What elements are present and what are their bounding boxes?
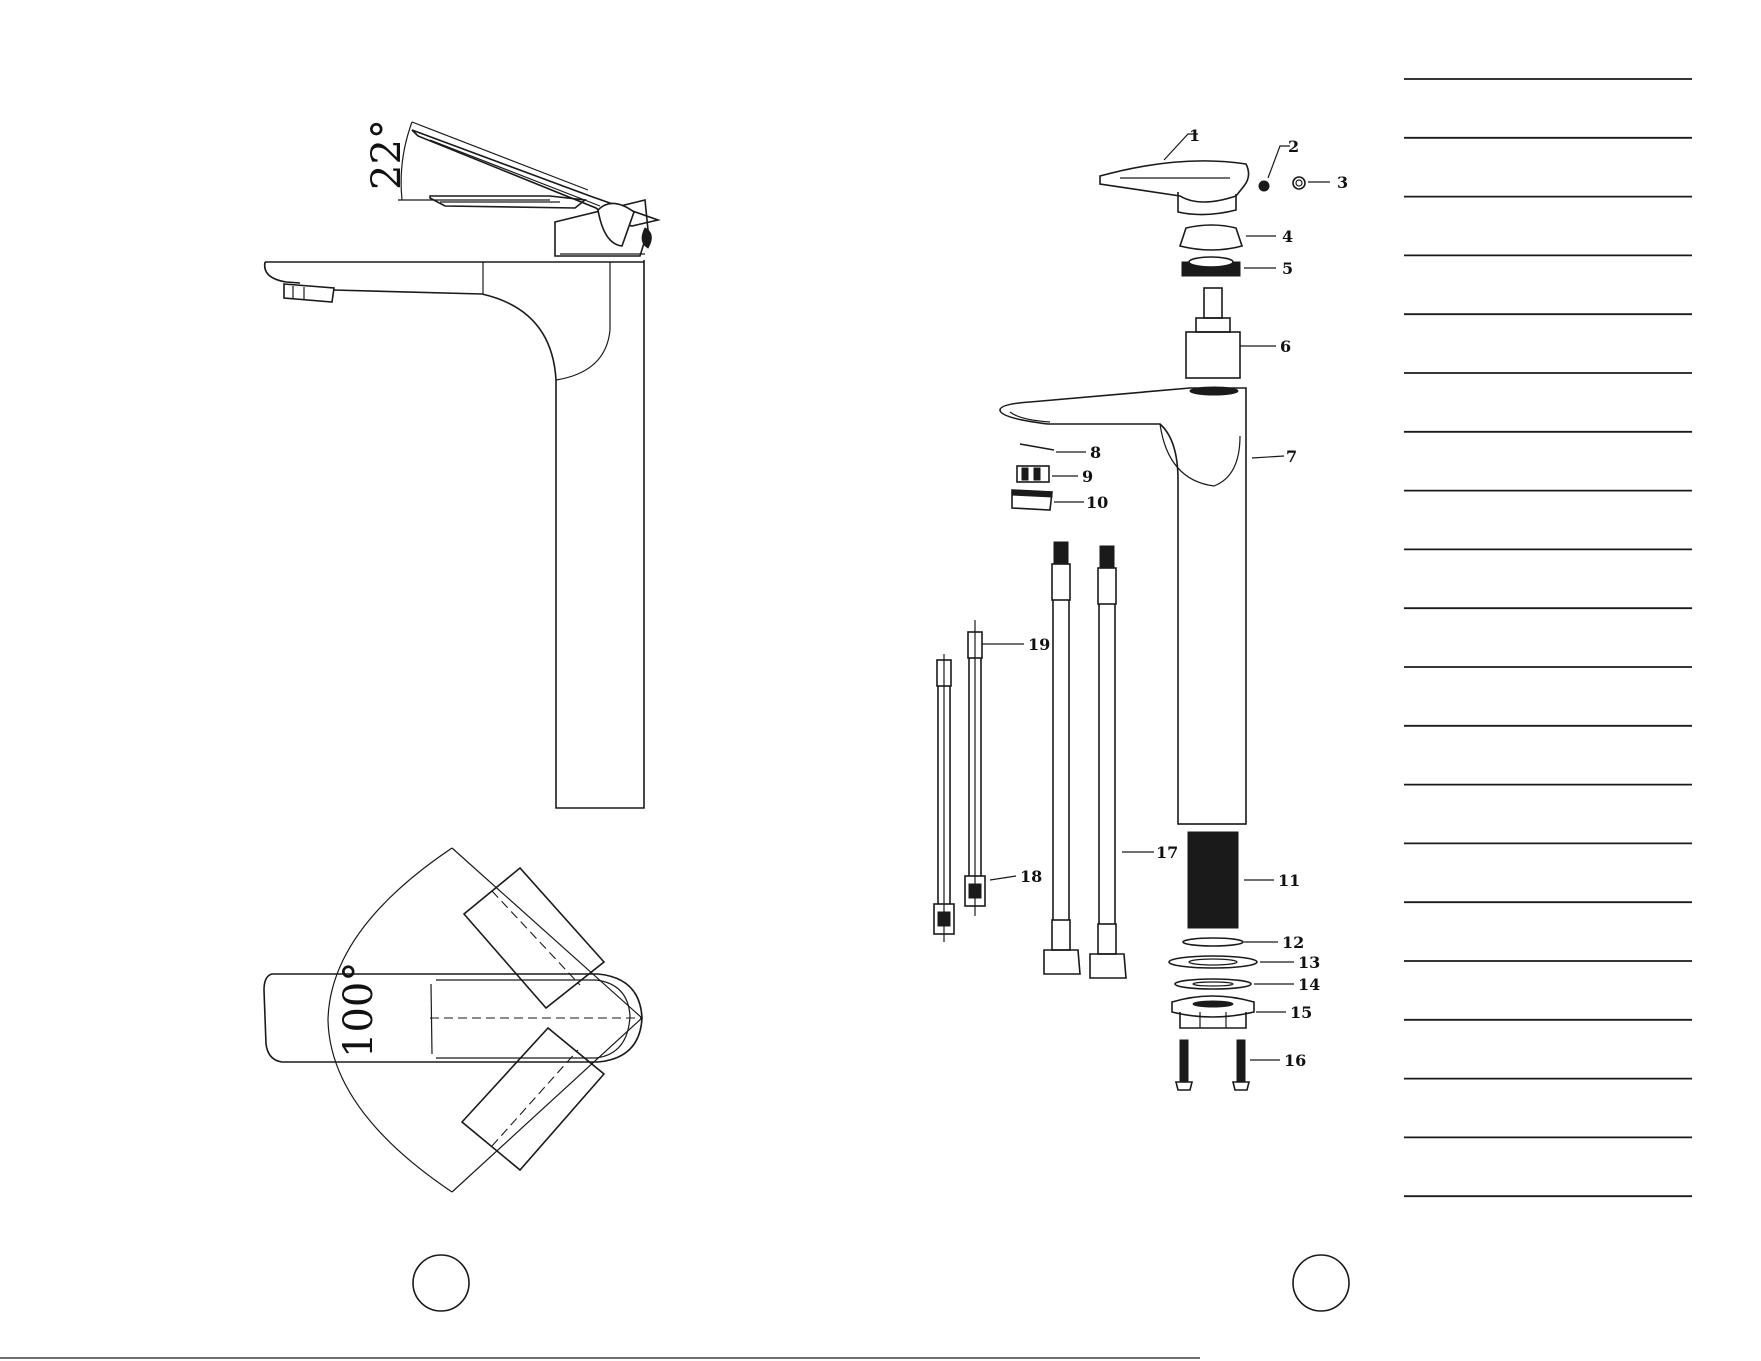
- faucet-side-view: 22°: [265, 119, 658, 808]
- part-number-11: 11: [1278, 871, 1300, 890]
- part-number-5: 5: [1282, 259, 1293, 278]
- faucet-top-view: 100°: [264, 848, 642, 1192]
- part-number-14: 14: [1298, 975, 1320, 994]
- part-number-4: 4: [1282, 227, 1293, 246]
- exploded-view: 1 2 3 4 5 6 7 8 9 10 11 12 13 14 15 16 1…: [934, 126, 1348, 1090]
- part-number-1: 1: [1189, 126, 1200, 145]
- part-number-2: 2: [1288, 137, 1299, 156]
- parts-list-table: [1404, 79, 1692, 1196]
- part-number-17: 17: [1156, 843, 1178, 862]
- hose-pair-short: [934, 620, 985, 942]
- part-number-13: 13: [1298, 953, 1320, 972]
- part-number-7: 7: [1286, 447, 1297, 466]
- part-number-18: 18: [1020, 867, 1042, 886]
- part-number-8: 8: [1090, 443, 1101, 462]
- part-number-10: 10: [1086, 493, 1108, 512]
- part-number-19: 19: [1028, 635, 1050, 654]
- page-number-marker-right: [1293, 1255, 1349, 1311]
- part-number-9: 9: [1082, 467, 1093, 486]
- part-number-16: 16: [1284, 1051, 1306, 1070]
- swing-angle-label: 100°: [336, 962, 382, 1058]
- tilt-angle-label: 22°: [364, 119, 410, 190]
- part-number-12: 12: [1282, 933, 1304, 952]
- page-number-marker-left: [413, 1255, 469, 1311]
- part-number-6: 6: [1280, 337, 1291, 356]
- part-number-15: 15: [1290, 1003, 1312, 1022]
- hose-pair-tall: [1044, 542, 1126, 978]
- part-number-3: 3: [1337, 173, 1348, 192]
